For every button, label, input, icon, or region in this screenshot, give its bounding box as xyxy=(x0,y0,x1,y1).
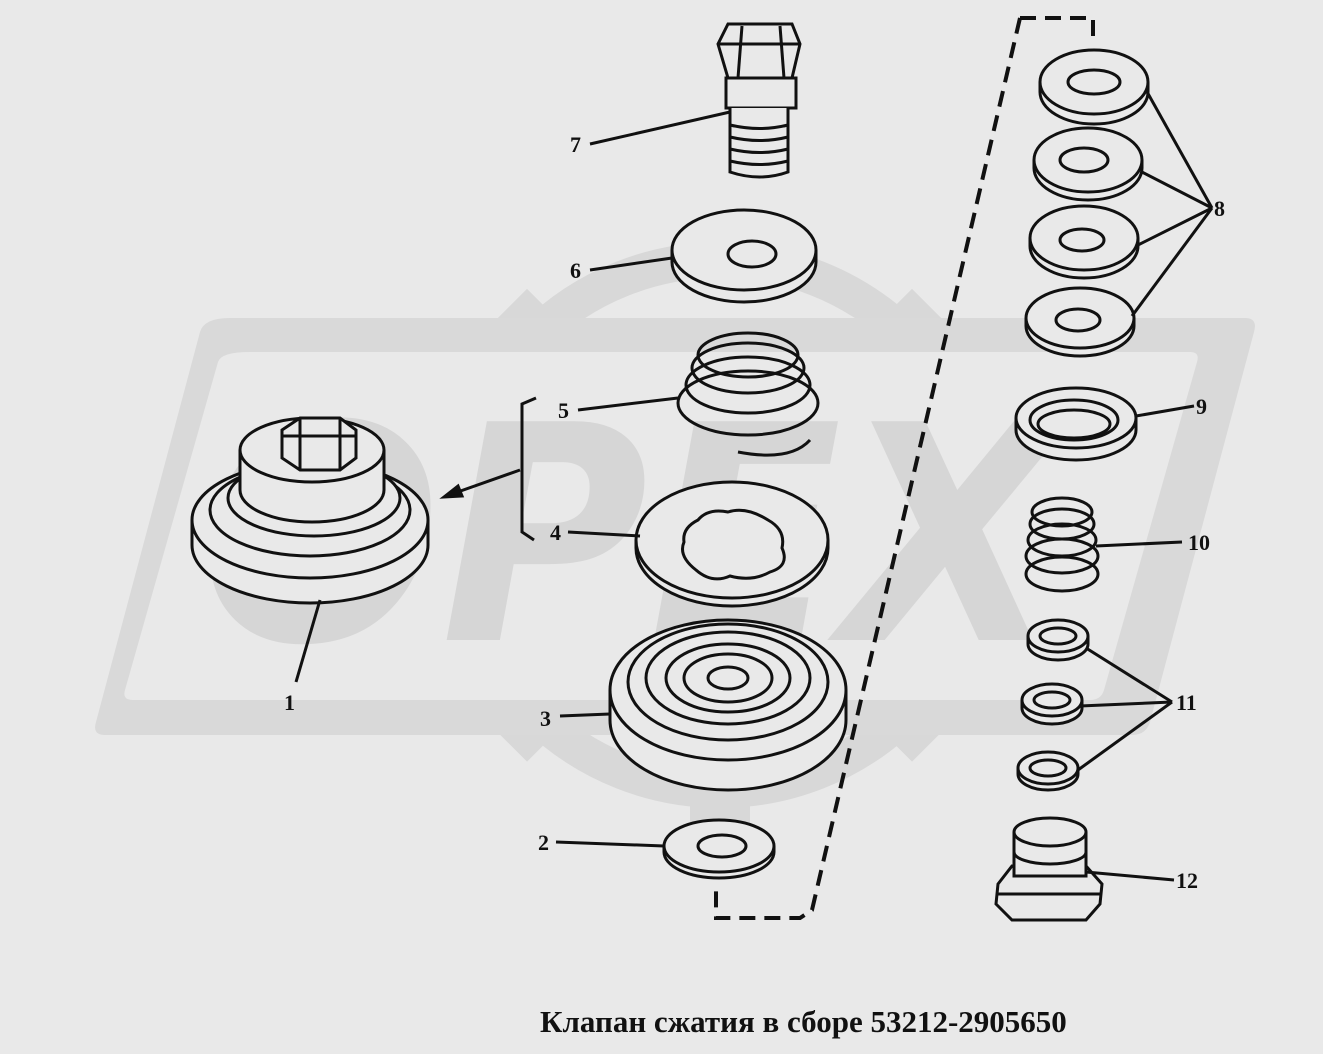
leader-6 xyxy=(589,256,673,272)
part-10-spring xyxy=(1024,496,1100,593)
callout-labels: 1 2 3 4 5 6 7 8 9 10 11 12 xyxy=(284,132,1225,893)
part-12-plug xyxy=(994,816,1104,922)
leader-9 xyxy=(1135,404,1195,418)
leader-12 xyxy=(1085,870,1175,882)
callout-12: 12 xyxy=(1176,868,1198,893)
assembly-indicator xyxy=(439,396,537,542)
leader-3 xyxy=(559,712,611,718)
part-3-valve-body xyxy=(608,618,848,792)
part-2-lock-washer xyxy=(662,818,776,880)
diagram-caption: Клапан сжатия в сборе 53212-2905650 xyxy=(540,1004,1067,1039)
leader-5 xyxy=(577,396,679,412)
part-8-washers xyxy=(1024,48,1150,358)
leader-10 xyxy=(1095,540,1183,548)
leader-2 xyxy=(555,840,665,848)
part-4-plate xyxy=(634,480,830,608)
callout-10: 10 xyxy=(1188,530,1210,555)
callout-3: 3 xyxy=(540,706,551,731)
leader-lines xyxy=(294,89,1214,882)
callout-2: 2 xyxy=(538,830,549,855)
callout-6: 6 xyxy=(570,258,581,283)
part-5-spring xyxy=(676,331,820,457)
part-7-bolt xyxy=(716,22,802,179)
leader-8 xyxy=(1130,89,1214,317)
callout-5: 5 xyxy=(558,398,569,423)
callout-9: 9 xyxy=(1196,394,1207,419)
part-9-seat-ring xyxy=(1014,386,1138,462)
leader-7 xyxy=(589,110,731,146)
part-11-rings xyxy=(1016,618,1090,792)
callout-4: 4 xyxy=(550,520,561,545)
leader-4 xyxy=(567,530,641,538)
part-6-washer xyxy=(670,208,818,304)
leader-11 xyxy=(1077,646,1173,772)
part-1-assembly xyxy=(190,416,430,605)
assembly-dashed-bracket xyxy=(714,16,1095,920)
callout-8: 8 xyxy=(1214,196,1225,221)
callout-7: 7 xyxy=(570,132,581,157)
leader-1 xyxy=(294,599,322,683)
callout-11: 11 xyxy=(1176,690,1197,715)
callout-1: 1 xyxy=(284,690,295,715)
